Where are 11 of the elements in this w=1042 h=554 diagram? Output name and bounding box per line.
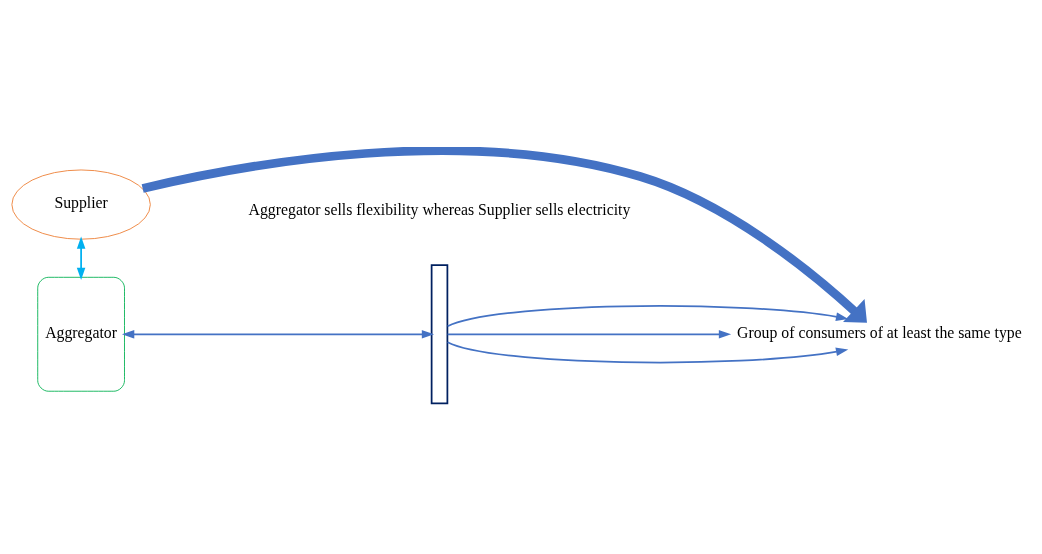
node-box: Aggregator: [37, 276, 125, 392]
arrow: [122, 329, 435, 339]
node-text: Group of consumers of at least the same type: [737, 324, 1022, 342]
label: Aggregator sells flexibility whereas Supplier sells electricity: [248, 201, 631, 219]
node-ellipse: Supplier: [11, 169, 151, 240]
arrow: [76, 236, 86, 280]
arrow: [141, 147, 867, 323]
arrow: [446, 305, 849, 328]
arrow: [446, 341, 849, 364]
arrow: [446, 329, 732, 339]
node-bar: [430, 264, 449, 405]
